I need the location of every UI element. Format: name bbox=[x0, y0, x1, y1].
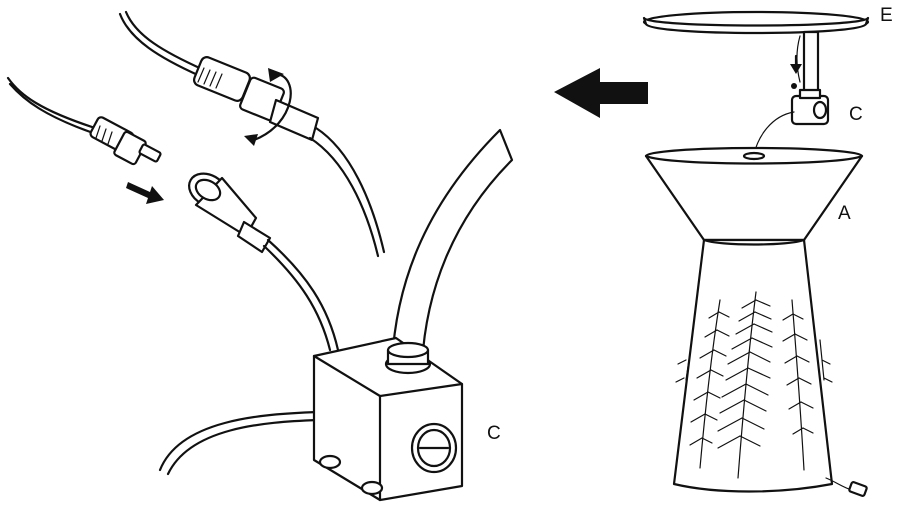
twist-connector bbox=[192, 56, 320, 142]
pump-small bbox=[790, 83, 830, 126]
pump-main bbox=[158, 128, 514, 502]
label-reservoir-top: E bbox=[880, 5, 893, 26]
pump-tube bbox=[390, 128, 514, 366]
assembly-arrow-icon bbox=[554, 68, 648, 118]
connector-detail bbox=[6, 10, 386, 352]
cable-upper bbox=[118, 12, 202, 78]
label-base: A bbox=[838, 203, 851, 224]
male-plug bbox=[89, 116, 162, 166]
female-socket bbox=[188, 172, 272, 254]
reservoir-top bbox=[642, 10, 870, 35]
base bbox=[644, 146, 868, 497]
label-pump-main: C bbox=[487, 423, 501, 444]
push-arrow-icon bbox=[126, 182, 164, 204]
rotate-arrow-icon bbox=[244, 68, 292, 146]
fountain-assembly bbox=[642, 10, 870, 497]
fern-decoration bbox=[675, 291, 833, 479]
label-pump-small: C bbox=[849, 104, 863, 125]
cable-left bbox=[6, 76, 97, 130]
